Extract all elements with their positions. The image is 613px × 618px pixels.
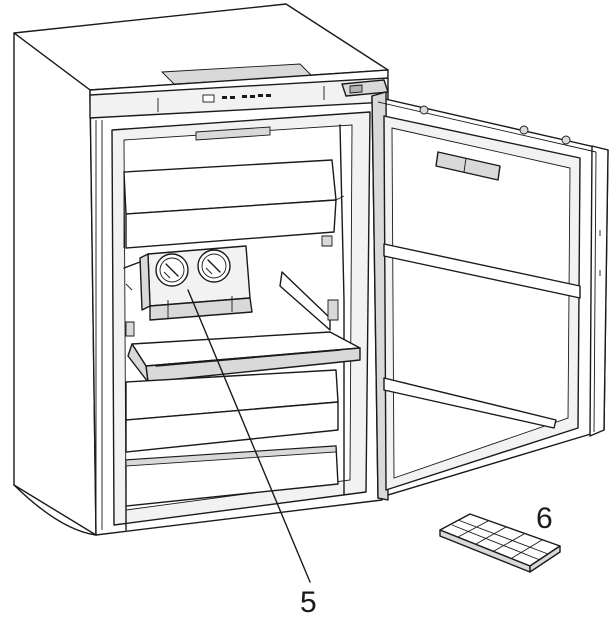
control-button bbox=[250, 95, 255, 98]
control-button bbox=[266, 94, 271, 97]
shelf-rail bbox=[123, 261, 331, 331]
ice-cube-maker bbox=[139, 245, 253, 321]
control-button bbox=[230, 96, 235, 99]
temperature-display bbox=[202, 94, 215, 103]
ice-maker-right-dial bbox=[197, 249, 231, 283]
callout-6: 6 bbox=[536, 502, 553, 535]
door-hinge bbox=[341, 79, 389, 97]
bottom-freezer-drawer bbox=[125, 445, 339, 531]
control-button bbox=[258, 94, 263, 97]
ice-cube-tray bbox=[439, 513, 561, 573]
control-panel bbox=[202, 94, 271, 103]
ice-maker-left-dial bbox=[155, 253, 189, 287]
control-button bbox=[242, 95, 247, 98]
top-freezer-drawer bbox=[123, 159, 345, 249]
callout-6-label: 6 bbox=[536, 502, 553, 535]
freezer-door bbox=[371, 91, 609, 501]
control-button bbox=[222, 96, 227, 99]
pull-out-shelf bbox=[125, 299, 361, 383]
callout-5-label: 5 bbox=[300, 586, 317, 618]
callout-5: 5 bbox=[187, 289, 317, 618]
